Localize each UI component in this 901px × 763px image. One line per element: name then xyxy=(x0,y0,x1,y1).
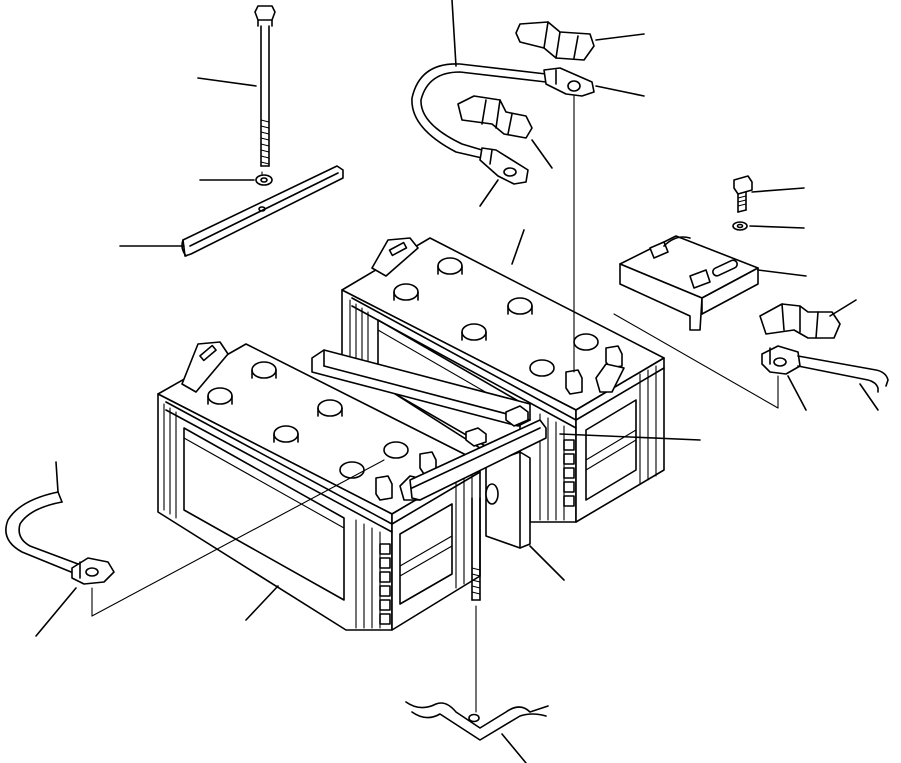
terminal-cover-right xyxy=(759,303,841,339)
frame-mount xyxy=(405,701,549,741)
ground-cable xyxy=(797,355,889,393)
rod-washer xyxy=(255,174,273,186)
hold-down-bar xyxy=(311,349,531,427)
mounting-bracket xyxy=(619,235,759,331)
terminal-clamp-top xyxy=(543,67,595,97)
bracket-washer xyxy=(732,221,748,231)
terminal-cover-middle xyxy=(457,95,533,139)
left-cable-clamp xyxy=(71,557,115,585)
leader-lines xyxy=(35,0,879,763)
bracket-bolt xyxy=(733,175,753,213)
connection-lines xyxy=(91,95,779,713)
ground-cable-clamp xyxy=(761,345,801,375)
battery-front xyxy=(157,341,481,631)
terminal-clamp-middle xyxy=(479,147,529,185)
hold-down-strap xyxy=(409,405,547,501)
left-cable xyxy=(5,491,79,575)
positive-cable xyxy=(411,63,547,159)
long-rod-bolt xyxy=(254,5,276,167)
hold-down-angle-bar xyxy=(181,165,344,257)
terminal-cover-top xyxy=(515,21,595,61)
rubber-pad xyxy=(485,451,531,549)
lower-rod-bolt xyxy=(471,497,481,601)
